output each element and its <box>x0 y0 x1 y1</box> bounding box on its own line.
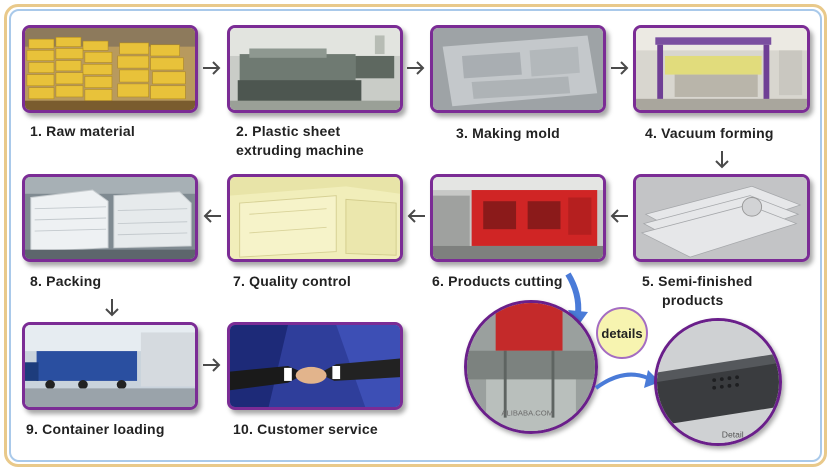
step-label-semi: 5. Semi-finished products <box>642 272 753 310</box>
step-label-cutting: 6. Products cutting <box>432 273 563 289</box>
details-badge: details <box>596 307 648 359</box>
detail-circle-product: Detail <box>654 318 782 446</box>
arrow-right-icon <box>203 61 221 75</box>
step-label-extruding-line1: 2. Plastic sheet <box>236 123 341 139</box>
detail-circle-cutting: ALIBABA.COM <box>464 300 598 434</box>
step-label-semi-line1: 5. Semi-finished <box>642 273 753 289</box>
arrow-down-icon <box>105 299 119 317</box>
photo-semi-finished <box>633 174 810 262</box>
photo-customer-service <box>227 322 403 410</box>
step-label-extruding-line2: extruding machine <box>236 142 364 158</box>
step-label-container: 9. Container loading <box>26 421 165 437</box>
arrow-right-icon <box>203 358 221 372</box>
step-label-raw-material: 1. Raw material <box>30 123 135 139</box>
photo-making-mold <box>430 25 606 113</box>
step-label-packing: 8. Packing <box>30 273 102 289</box>
step-label-service: 10. Customer service <box>233 421 378 437</box>
step-label-quality: 7. Quality control <box>233 273 351 289</box>
step-label-semi-line2: products <box>662 292 724 308</box>
arrow-right-icon <box>611 61 629 75</box>
photo-extruding-machine <box>227 25 403 113</box>
inner-frame <box>9 9 822 462</box>
photo-quality-control <box>227 174 403 262</box>
arrow-left-icon <box>203 209 221 223</box>
arrow-down-icon <box>715 151 729 169</box>
step-label-mold: 3. Making mold <box>456 125 560 141</box>
arrow-right-icon <box>407 61 425 75</box>
detail-caption-text: Detail <box>722 429 744 439</box>
step-label-extruding: 2. Plastic sheet extruding machine <box>236 122 364 160</box>
photo-raw-material <box>22 25 198 113</box>
photo-packing <box>22 174 198 262</box>
arrow-left-icon <box>610 209 628 223</box>
photo-vacuum-forming <box>633 25 810 113</box>
step-label-vacuum: 4. Vacuum forming <box>645 125 774 141</box>
photo-products-cutting <box>430 174 606 262</box>
photo-container-loading <box>22 322 198 410</box>
arrow-left-icon <box>407 209 425 223</box>
watermark-text: ALIBABA.COM <box>501 409 553 418</box>
